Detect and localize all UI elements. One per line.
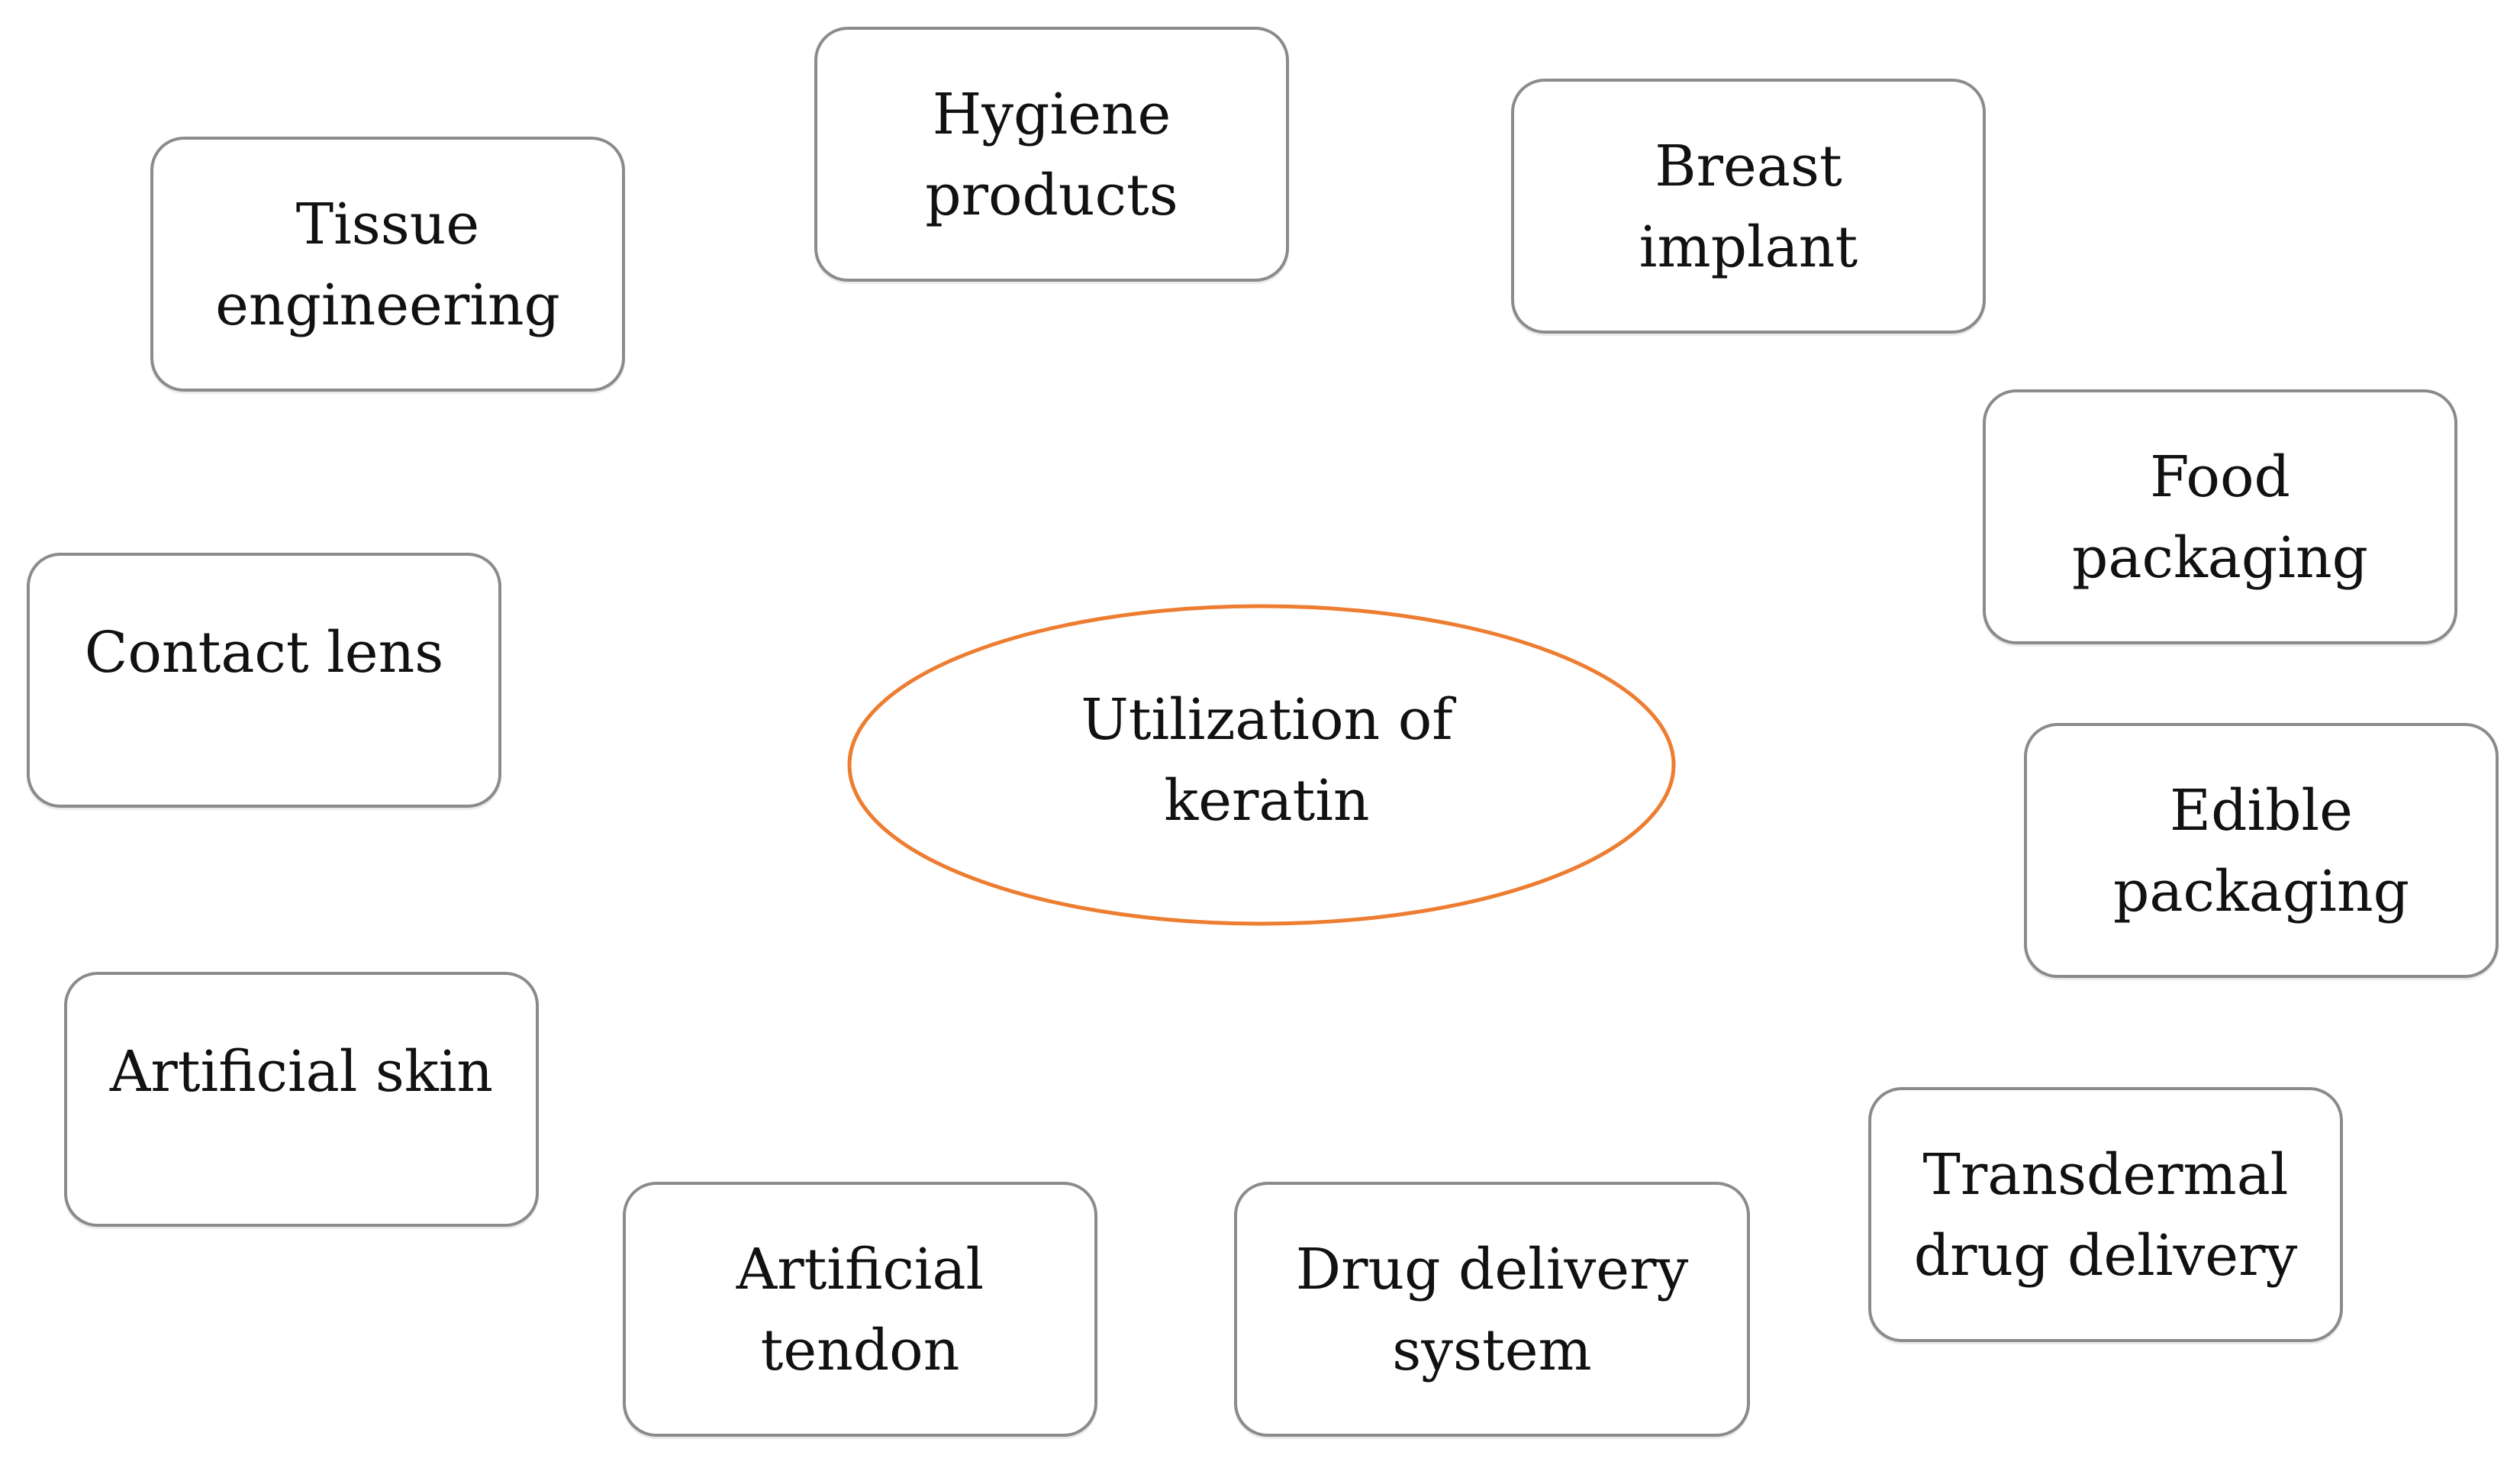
node-label-breast-implant: Breast implant [1639, 134, 1858, 280]
node-label-edible-packaging: Edible packaging [2113, 778, 2409, 924]
node-label-food-packaging: Food packaging [2072, 444, 2368, 591]
node-label-tissue-engineering: Tissue engineering [215, 192, 560, 338]
node-label-artificial-tendon: Artificial tendon [736, 1237, 984, 1383]
node-label-artificial-skin: Artificial skin [109, 1039, 494, 1105]
node-label-drug-delivery-system: Drug delivery system [1295, 1237, 1689, 1383]
node-label-hygiene-products: Hygiene products [925, 82, 1178, 228]
node-artificial-skin: Artificial skin [64, 972, 539, 1227]
node-food-packaging: Food packaging [1983, 389, 2457, 644]
node-label-transdermal-drug-delivery: Transdermal drug delivery [1913, 1142, 2298, 1289]
node-label-contact-lens: Contact lens [84, 620, 444, 686]
node-tissue-engineering: Tissue engineering [150, 137, 625, 392]
node-hygiene-products: Hygiene products [814, 27, 1289, 282]
node-transdermal-drug-delivery: Transdermal drug delivery [1868, 1087, 2343, 1342]
node-drug-delivery-system: Drug delivery system [1234, 1182, 1750, 1437]
node-contact-lens: Contact lens [27, 553, 501, 808]
node-edible-packaging: Edible packaging [2024, 723, 2499, 978]
node-breast-implant: Breast implant [1511, 79, 1986, 334]
node-artificial-tendon: Artificial tendon [623, 1182, 1097, 1437]
center-label: Utilization of keratin [1081, 687, 1453, 834]
